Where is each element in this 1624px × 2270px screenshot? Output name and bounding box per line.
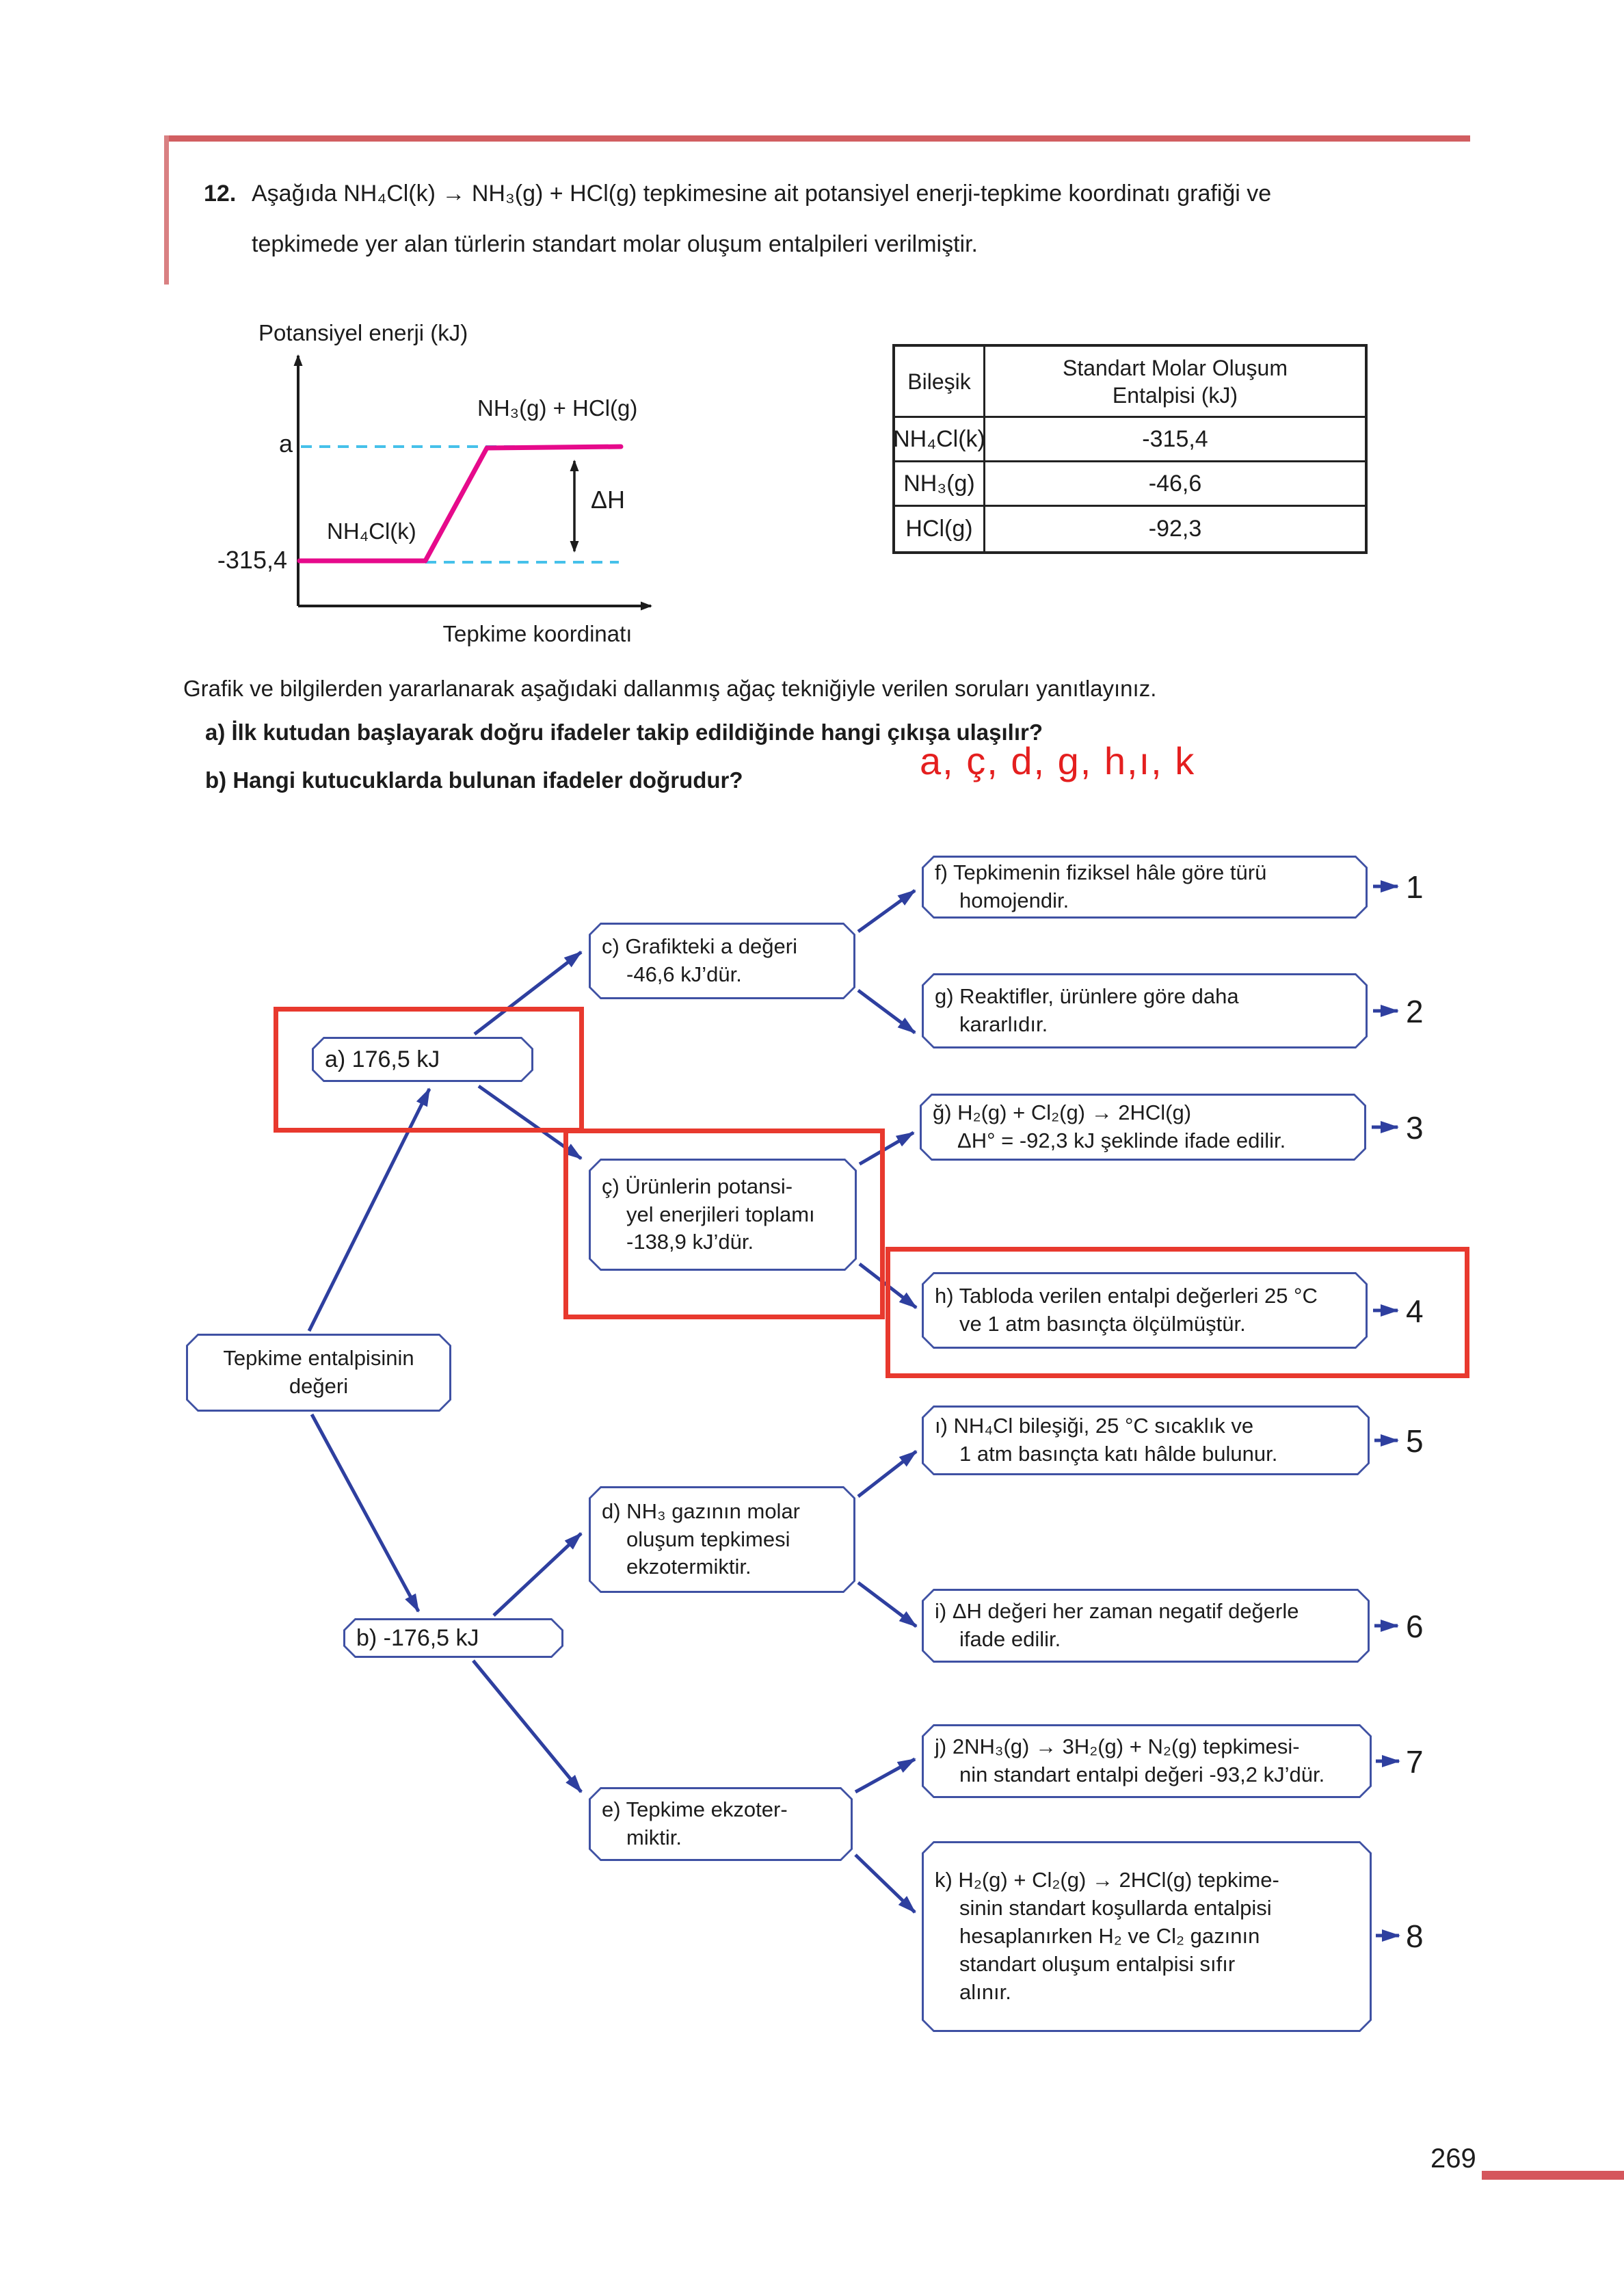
tree-node-ç: ç) Ürünlerin potansi- yel enerjileri top…: [589, 1159, 857, 1271]
tree-node-ı: ı) NH₄Cl bileşiği, 25 °C sıcaklık ve 1 a…: [922, 1405, 1370, 1475]
footer-red-bar: [1482, 2171, 1624, 2180]
tree-node-root: Tepkime entalpisinin değeri: [186, 1334, 451, 1412]
level-reactant-tick: -315,4: [217, 546, 287, 574]
energy-diagram-axes: [293, 354, 652, 611]
node-line: -138,9 kJ’dür.: [626, 1230, 754, 1254]
tree-node-j: j) 2NH₃(g) → 3H₂(g) + N₂(g) tepkimesi- n…: [922, 1724, 1372, 1798]
node-line: k) H₂(g) + Cl₂(g) → 2HCl(g) tepkime-: [935, 1868, 1279, 1892]
node-line: j) 2NH₃(g) → 3H₂(g) + N₂(g) tepkimesi-: [935, 1734, 1300, 1759]
handwritten-answer: a, ç, d, g, h,ı, k: [920, 739, 1196, 782]
energy-diagram-guides: [301, 445, 619, 564]
reactant-label: NH₄Cl(k): [327, 518, 416, 544]
table-header-enthalpy-line1: Standart Molar Oluşum: [1062, 355, 1288, 380]
tree-node-b: b) -176,5 kJ: [343, 1618, 563, 1658]
instructions-intro: Grafik ve bilgilerden yararlanarak aşağı…: [183, 676, 1157, 701]
instruction-item-b: b) Hangi kutucuklarda bulunan ifadeler d…: [205, 767, 743, 793]
output-number-6: 6: [1406, 1609, 1424, 1644]
tree-node-d: d) NH₃ gazının molar oluşum tepkimesi ek…: [589, 1486, 855, 1593]
node-line: homojendir.: [959, 888, 1069, 912]
node-line: 1 atm basınçta katı hâlde bulunur.: [959, 1442, 1278, 1466]
node-line: yel enerjileri toplamı: [626, 1202, 815, 1226]
node-line: ı) NH₄Cl bileşiği, 25 °C sıcaklık ve: [935, 1414, 1254, 1438]
node-line: standart oluşum entalpisi sıfır: [959, 1951, 1236, 1976]
tree-node-i: i) ΔH değeri her zaman negatif değerle i…: [922, 1589, 1370, 1663]
tree-node-a: a) 176,5 kJ: [312, 1037, 533, 1082]
node-line: f) Tepkimenin fiziksel hâle göre türü: [935, 860, 1267, 885]
red-highlight-rect-h: [886, 1247, 1469, 1378]
tree-node-h: h) Tabloda verilen entalpi değerleri 25 …: [922, 1272, 1368, 1349]
enthalpy-table: Bileşik Standart Molar Oluşum Entalpisi …: [892, 344, 1368, 554]
tree-node-c: c) Grafikteki a değeri -46,6 kJ’dür.: [589, 923, 855, 999]
y-axis-label: Potansiyel enerji (kJ): [258, 320, 468, 345]
table-cell-compound: NH₄Cl(k): [893, 418, 985, 462]
table-header-enthalpy-line2: Entalpisi (kJ): [1112, 382, 1238, 408]
node-line: miktir.: [626, 1825, 682, 1849]
node-line: e) Tepkime ekzoter-: [602, 1797, 788, 1822]
node-line: ç) Ürünlerin potansi-: [602, 1174, 793, 1198]
node-line: g) Reaktifler, ürünlere göre daha: [935, 984, 1239, 1009]
table-cell-compound: HCl(g): [895, 507, 985, 551]
products-label: NH₃(g) + HCl(g): [477, 395, 638, 421]
instruction-item-a: a) İlk kutudan başlayarak doğru ifadeler…: [205, 720, 1043, 745]
level-a-tick: a: [278, 430, 293, 458]
x-axis-label: Tepkime koordinatı: [442, 621, 633, 646]
output-number-5: 5: [1406, 1423, 1424, 1459]
node-line: kararlıdır.: [959, 1012, 1048, 1036]
output-number-7: 7: [1406, 1744, 1424, 1780]
left-vertical-rule: [164, 135, 169, 285]
node-line: nin standart entalpi değeri -93,2 kJ’dür…: [959, 1763, 1325, 1786]
energy-profile-line: [297, 444, 624, 564]
table-cell-enthalpy: -315,4: [985, 418, 1365, 462]
question-text-line1: Aşağıda NH₄Cl(k) → NH₃(g) + HCl(g) tepki…: [252, 181, 1272, 207]
node-line: alınır.: [959, 1979, 1011, 2004]
node-line: değeri: [289, 1374, 349, 1398]
question-number: 12.: [204, 181, 237, 207]
table-header-enthalpy: Standart Molar Oluşum Entalpisi (kJ): [985, 347, 1365, 418]
node-line: ifade edilir.: [959, 1627, 1061, 1651]
tree-node-ğ: ğ) H₂(g) + Cl₂(g) → 2HCl(g) ΔH° = -92,3 …: [920, 1094, 1366, 1161]
output-number-8: 8: [1406, 1918, 1424, 1954]
output-number-2: 2: [1406, 994, 1424, 1029]
node-line: b) -176,5 kJ: [356, 1624, 479, 1651]
node-line: ve 1 atm basınçta ölçülmüştür.: [959, 1312, 1246, 1336]
tree-node-g: g) Reaktifler, ürünlere göre daha kararl…: [922, 973, 1368, 1048]
node-line: i) ΔH değeri her zaman negatif değerle: [935, 1599, 1299, 1624]
question-text-line2: tepkimede yer alan türlerin standart mol…: [252, 231, 978, 257]
node-line: sinin standart koşullarda entalpisi: [959, 1896, 1272, 1921]
red-highlight-rect-ç: [563, 1129, 885, 1319]
node-line: a) 176,5 kJ: [325, 1046, 440, 1072]
node-line: Tepkime entalpisinin: [223, 1346, 414, 1371]
page-number: 269: [1430, 2143, 1476, 2174]
node-line: ğ) H₂(g) + Cl₂(g) → 2HCl(g): [933, 1100, 1192, 1125]
table-header-compound: Bileşik: [895, 347, 985, 418]
output-number-1: 1: [1406, 869, 1424, 905]
node-line: c) Grafikteki a değeri: [602, 934, 797, 959]
output-number-4: 4: [1406, 1293, 1424, 1329]
node-line: -46,6 kJ’dür.: [626, 962, 742, 986]
node-line: ekzotermiktir.: [626, 1555, 751, 1579]
node-line: d) NH₃ gazının molar: [602, 1499, 801, 1523]
tree-arrows: [307, 880, 1400, 1942]
table-cell-compound: NH₃(g): [895, 462, 985, 507]
red-highlight-rect-a: [274, 1007, 584, 1133]
tree-node-k: k) H₂(g) + Cl₂(g) → 2HCl(g) tepkime- sin…: [922, 1841, 1372, 2032]
delta-h-label: ΔH: [591, 486, 626, 514]
tree-node-e: e) Tepkime ekzoter- miktir.: [589, 1787, 853, 1861]
node-line: ΔH° = -92,3 kJ şeklinde ifade edilir.: [957, 1129, 1286, 1152]
top-horizontal-rule: [168, 135, 1470, 142]
tree-node-f: f) Tepkimenin fiziksel hâle göre türü ho…: [922, 856, 1368, 919]
output-number-3: 3: [1406, 1110, 1424, 1146]
table-cell-enthalpy: -46,6: [985, 462, 1365, 507]
table-cell-enthalpy: -92,3: [1148, 516, 1202, 542]
node-line: oluşum tepkimesi: [626, 1527, 790, 1551]
node-line: h) Tabloda verilen entalpi değerleri 25 …: [935, 1284, 1318, 1308]
node-line: hesaplanırken H₂ ve Cl₂ gazının: [959, 1924, 1260, 1949]
